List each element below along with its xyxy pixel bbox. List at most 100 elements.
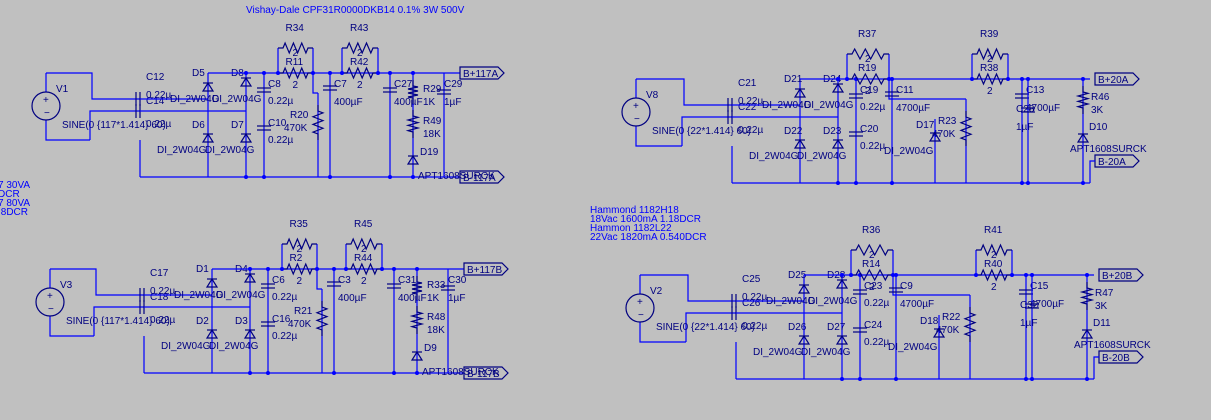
resistor-value: 2 — [991, 282, 997, 293]
diode-model: DI_2W04G — [801, 347, 851, 358]
diode-model: DI_2W04G — [797, 151, 847, 162]
junction-dot — [890, 77, 894, 81]
net-B+117B-label: B+117B — [467, 265, 502, 276]
led-D10 — [1076, 132, 1090, 143]
resistor-R46 — [1075, 86, 1091, 114]
cap-in-b-name: C14 — [146, 96, 165, 107]
resistor-value: 2 — [865, 54, 871, 65]
junction-dot — [890, 181, 894, 185]
junction-dot — [262, 175, 266, 179]
net-B-117B — [463, 366, 509, 380]
resistor-value: 2 — [357, 48, 363, 59]
cap-name: C13 — [1026, 85, 1045, 96]
diode-name: D5 — [192, 68, 205, 79]
net-B+20B — [1098, 268, 1144, 282]
junction-dot — [840, 273, 844, 277]
net-B+20A — [1094, 72, 1140, 86]
junction-dot — [1085, 377, 1089, 381]
resistor-value: 1K — [423, 97, 436, 108]
source-sine: SINE(0 {22*1.414} 60) — [656, 322, 755, 333]
cap-bridge-b-value: 0.22µ — [864, 337, 889, 348]
cap-bridge-b-name: C20 — [860, 124, 879, 135]
resistor-value: 2 — [987, 54, 993, 65]
diode-name: D18 — [920, 316, 939, 327]
net-B+20B-label: B+20B — [1102, 271, 1133, 282]
cap-name: C31 — [398, 275, 417, 286]
cap-bridge-a-name: C23 — [864, 281, 883, 292]
resistor-value: 2 — [987, 86, 993, 97]
resistor-R23 — [959, 111, 973, 146]
resistor-name: R46 — [1091, 92, 1110, 103]
resistor-R22 — [963, 307, 977, 342]
resistor-name: R33 — [427, 280, 446, 291]
wire — [93, 306, 144, 336]
junction-dot — [388, 175, 392, 179]
junction-dot — [1010, 273, 1014, 277]
source-minus: − — [48, 304, 54, 315]
junction-dot — [380, 267, 384, 271]
diode-D3 — [243, 328, 257, 339]
junction-dot — [1020, 181, 1024, 185]
mid-note: 22Vac 1820mA 0.540DCR — [590, 232, 707, 243]
junction-dot — [854, 181, 858, 185]
junction-dot — [970, 77, 974, 81]
mid-note: 18Vac 1600mA 1.18DCR — [590, 214, 701, 225]
net-B+117B — [463, 262, 509, 276]
cap-in-a-value: 0.22µ — [742, 292, 767, 303]
junction-dot — [244, 71, 248, 75]
junction-dot — [388, 71, 392, 75]
led-name: D9 — [424, 343, 437, 354]
diode-model: DI_2W04G — [216, 290, 266, 301]
diode-model: DI_2W04G — [888, 342, 938, 353]
wire — [640, 274, 736, 302]
wire — [681, 116, 732, 146]
resistor-R44 — [346, 262, 382, 276]
junction-dot — [894, 273, 898, 277]
diode-model: DI_2W04G — [766, 296, 816, 307]
junction-dot — [248, 371, 252, 375]
diode-D18 — [932, 327, 946, 338]
resistor-name: R45 — [354, 219, 373, 230]
resistor-name: R44 — [354, 253, 373, 264]
diode-model: DI_2W04G — [753, 347, 803, 358]
cap-name: C27 — [394, 79, 413, 90]
diode-D5 — [201, 81, 215, 92]
led-D11 — [1080, 328, 1094, 339]
net-B+117A-label: B+117A — [463, 69, 498, 80]
cap-value: 4700µF — [896, 103, 930, 114]
diode-name: D1 — [196, 264, 209, 275]
resistor-name: R2 — [290, 253, 303, 264]
resistor-name: R39 — [980, 29, 999, 40]
diode-D26 — [797, 334, 811, 345]
diode-D4 — [243, 272, 257, 283]
cap-in-a-value: 0.22µ — [150, 286, 175, 297]
cap-in-b-name: C18 — [150, 292, 169, 303]
cap-bridge-a-name: C6 — [272, 275, 285, 286]
resistor-value: 2 — [357, 80, 363, 91]
resistor-R37 — [847, 47, 889, 61]
junction-dot — [266, 267, 270, 271]
junction-dot — [1081, 181, 1085, 185]
net-B-20B — [1098, 350, 1144, 364]
diode-name: D7 — [231, 120, 244, 131]
resistor-R35 — [282, 237, 317, 251]
resistor-value: 470K — [932, 129, 956, 140]
diode-model: DI_2W04G — [749, 151, 799, 162]
wire — [50, 268, 144, 296]
resistor-name: R41 — [984, 225, 1003, 236]
wire — [89, 110, 140, 140]
junction-dot — [344, 267, 348, 271]
cap-value: 1µF — [1020, 318, 1037, 329]
cap-in-a-name: C17 — [150, 268, 169, 279]
junction-dot — [858, 377, 862, 381]
diode-model: DI_2W04G — [205, 145, 255, 156]
resistor-R48 — [409, 306, 425, 334]
resistor-value: 2 — [293, 80, 299, 91]
resistor-R41 — [976, 243, 1012, 257]
junction-dot — [411, 71, 415, 75]
junction-dot — [244, 175, 248, 179]
resistor-value: 3K — [1095, 301, 1108, 312]
junction-dot — [849, 273, 853, 277]
source-V3 — [35, 287, 65, 317]
